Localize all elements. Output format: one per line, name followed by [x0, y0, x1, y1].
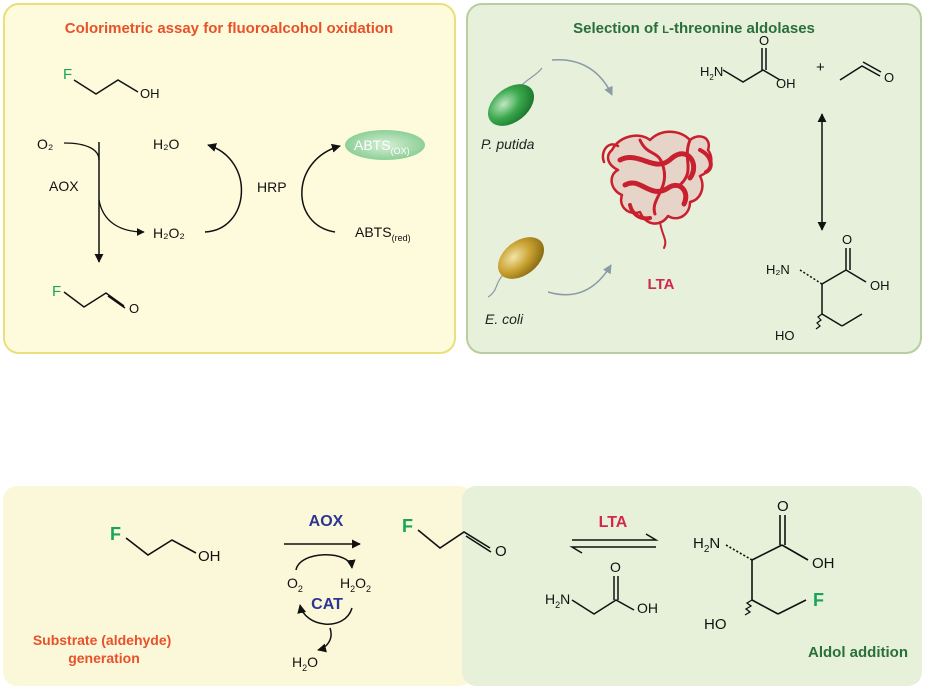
peroxide-label: H2O2 — [340, 575, 371, 594]
e-coli-arrow — [547, 264, 612, 296]
cat-label: CAT — [311, 596, 343, 613]
substrate-generation-label: Substrate (aldehyde) generation — [33, 632, 175, 666]
fluorine-label: F — [402, 516, 413, 536]
aox-label: AOX — [49, 178, 79, 194]
water-label: H₂O — [153, 136, 180, 152]
glycine-structure: H2N O OH — [700, 33, 796, 91]
water-output-arrow — [317, 627, 332, 653]
substrate-generation-panel — [3, 486, 473, 686]
water-label: H2O — [292, 654, 318, 673]
aldolase-panel — [466, 3, 922, 354]
hydroxyl-label: HO — [775, 328, 795, 343]
aldolase-title: Selection of L-threonine aldolases — [573, 20, 815, 37]
organism-label: P. putida — [481, 136, 535, 152]
plus-sign: + — [816, 59, 825, 76]
fluoroacetaldehyde-structure: F O — [402, 516, 507, 560]
equilibrium-arrows — [569, 533, 659, 554]
glycine-structure: H2N O OH — [545, 559, 658, 616]
aox-label: AOX — [309, 513, 344, 530]
amine-label: H2N — [693, 535, 720, 555]
hydroxyl-label: OH — [637, 600, 658, 616]
oxygen-label: O2 — [287, 575, 303, 594]
carbonyl-oxygen-label: O — [129, 301, 139, 316]
fluoroacetaldehyde-structure: F O — [52, 283, 139, 316]
abts-ox-blob — [345, 130, 425, 160]
oxygen-label: O₂ — [37, 136, 53, 152]
aldol-addition-panel — [462, 486, 922, 686]
fluorine-label: F — [110, 524, 121, 544]
fluorine-label: F — [813, 590, 824, 610]
hrp-label: HRP — [257, 179, 287, 195]
p-putida-arrow — [551, 59, 613, 96]
e-coli-cell — [487, 237, 545, 298]
assay-title: Colorimetric assay for fluoroalcohol oxi… — [65, 20, 393, 37]
h2o2-output-arrow — [98, 199, 145, 236]
hydroxyl-label: OH — [198, 548, 221, 565]
abts-red-label: ABTS(red) — [355, 224, 411, 243]
carbonyl-oxygen-label: O — [759, 33, 769, 48]
assay-panel — [3, 3, 456, 354]
acetaldehyde-structure: O — [839, 61, 894, 85]
cat-upper-arc — [295, 554, 356, 571]
peroxide-label: H₂O₂ — [153, 225, 185, 241]
hydroxyl-label: OH — [776, 76, 796, 91]
carbonyl-oxygen-label: O — [884, 70, 894, 85]
amine-label: H2N — [700, 64, 723, 82]
fluoroethanol-structure: F OH — [110, 524, 221, 565]
fluorinated-product-structure: H2N O OH HO F — [693, 498, 835, 633]
hydroxyl-label: HO — [704, 616, 727, 633]
carbonyl-oxygen-label: O — [495, 543, 507, 560]
hrp-left-arrow — [204, 143, 243, 233]
cat-lower-arc — [297, 604, 353, 625]
aldol-addition-label: Aldol addition — [808, 644, 908, 661]
abts-ox-label: ABTS(OX) — [354, 137, 410, 156]
hydroxyl-label: OH — [870, 278, 890, 293]
fluoroethanol-structure: F OH — [63, 66, 160, 101]
enzyme-label: LTA — [648, 276, 675, 293]
organism-label: E. coli — [485, 311, 524, 327]
hrp-right-arrow — [301, 143, 341, 233]
o2-input-arrow — [63, 142, 100, 161]
lta-label: LTA — [599, 514, 628, 531]
threonine-product-structure: H₂N O OH HO — [766, 232, 890, 343]
fluorine-label: F — [52, 283, 61, 300]
carbonyl-oxygen-label: O — [842, 232, 852, 247]
carbonyl-oxygen-label: O — [777, 498, 789, 515]
amine-label: H₂N — [766, 262, 790, 277]
fluorine-label: F — [63, 66, 72, 83]
amine-label: H2N — [545, 591, 570, 610]
carbonyl-oxygen-label: O — [610, 559, 621, 575]
protein-structure-image — [601, 130, 713, 249]
p-putida-cell — [487, 67, 543, 126]
hydroxyl-label: OH — [140, 86, 160, 101]
hydroxyl-label: OH — [812, 555, 835, 572]
